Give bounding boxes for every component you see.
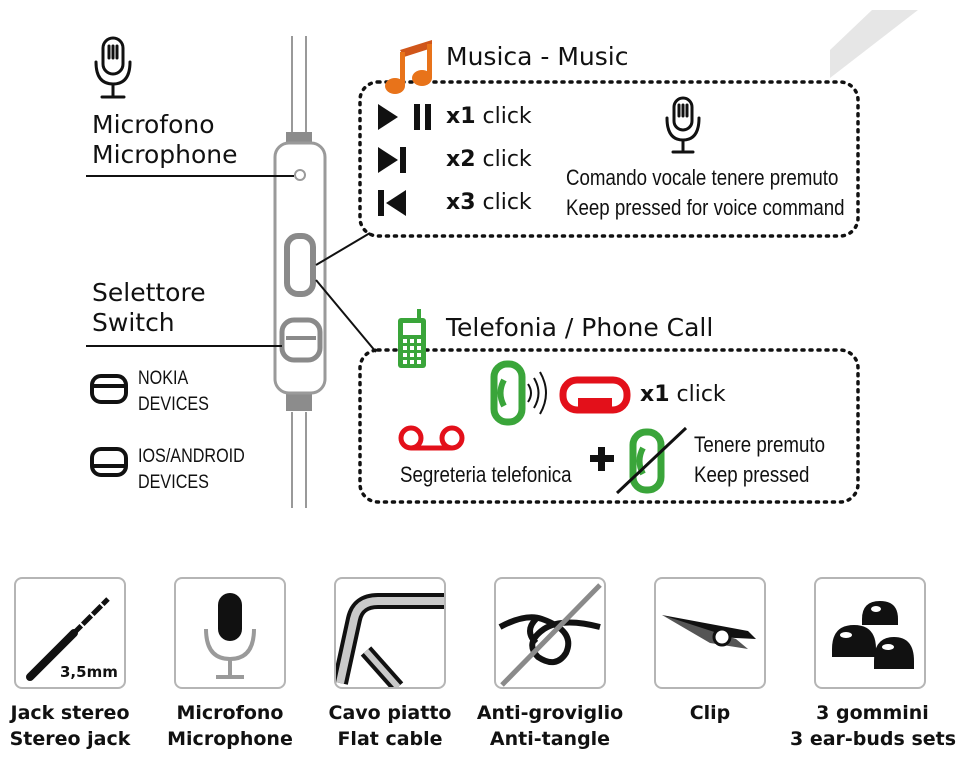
voicemail-icon [398, 425, 465, 451]
feature-box-anti-tangle [494, 577, 606, 689]
feature-box-microphone [174, 577, 286, 689]
mic-label-it: Microfono [92, 110, 215, 139]
jack-icon [26, 597, 110, 681]
microphone-icon [204, 593, 256, 679]
feature-caption-clip: Clip [689, 702, 731, 724]
flat-cable-icon [332, 593, 444, 692]
voicemail-label: Segreteria telefonica [400, 462, 572, 487]
mic-hole-icon [294, 169, 306, 181]
end-call-icon [559, 376, 631, 414]
switch-label-en: Switch [92, 308, 175, 337]
hold-label-it: Tenere premuto [694, 432, 825, 457]
microphone-icon [94, 36, 132, 99]
ear-buds-icon [832, 601, 914, 669]
corner-fold-decoration [830, 10, 918, 78]
voice-command-en: Keep pressed for voice command [566, 195, 845, 220]
feature-box-clip [654, 577, 766, 689]
music-note-icon [385, 40, 432, 94]
music-panel-border [358, 80, 860, 238]
plus-icon [590, 447, 614, 471]
play-pause-icon [378, 104, 431, 130]
phone-panel-border [358, 348, 860, 504]
jack-size-label: 3,5mm [60, 663, 118, 681]
feature-box-ear-buds [814, 577, 926, 689]
voice-command-it: Comando vocale tenere premuto [566, 165, 839, 190]
music-title: Musica - Music [446, 42, 629, 71]
switch-option-ios-android-line1: IOS/ANDROID [138, 446, 245, 467]
long-press-handset-icon [615, 426, 688, 495]
phone-call-click: x1 click [640, 382, 726, 407]
answer-call-icon [490, 360, 547, 426]
music-control-3: x3 click [446, 190, 532, 215]
multifunction-button-icon [284, 233, 316, 297]
feature-box-jack: 3,5mm [14, 577, 126, 689]
phone-title: Telefonia / Phone Call [446, 313, 714, 342]
hold-label-en: Keep pressed [694, 462, 810, 487]
clip-icon [662, 615, 756, 649]
switch-position-icon-nokia [90, 374, 128, 404]
switch-option-nokia-line2: DEVICES [138, 394, 209, 415]
remote-control [273, 132, 327, 411]
switch-position-icon-ios-android [90, 447, 128, 477]
mobile-phone-icon [398, 309, 426, 368]
music-control-2: x2 click [446, 147, 532, 172]
cable [291, 36, 307, 508]
anti-tangle-icon [498, 583, 602, 687]
previous-track-icon [378, 190, 406, 216]
next-track-icon [378, 147, 406, 173]
switch-option-ios-android-line2: DEVICES [138, 472, 209, 493]
switch-option-nokia-line1: NOKIA [138, 368, 189, 389]
voice-command-microphone-icon [665, 96, 701, 154]
pointer-lines [86, 175, 377, 353]
switch-label-it: Selettore [92, 278, 206, 307]
mic-label-en: Microphone [92, 140, 238, 169]
music-control-1: x1 click [446, 104, 532, 129]
feature-box-flat-cable [332, 577, 446, 692]
